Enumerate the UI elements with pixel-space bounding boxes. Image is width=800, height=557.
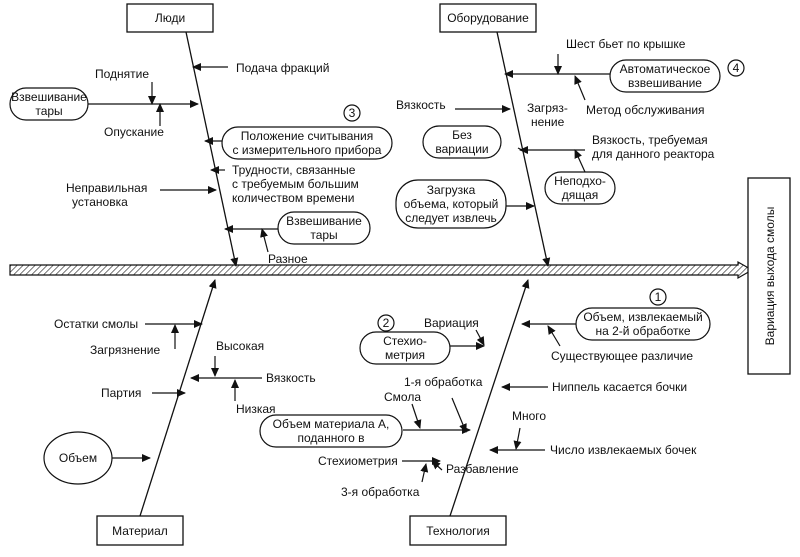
bone-material (139, 279, 217, 517)
novar-line2: вариации (435, 142, 488, 156)
extracted-box (575, 307, 711, 341)
dilution-label: Разбавление (446, 462, 519, 476)
nipple-label: Ниппель касается бочки (552, 380, 687, 394)
auto-weigh-box (609, 59, 721, 93)
category-people: Люди (126, 3, 214, 33)
no-variation-box (422, 125, 502, 159)
misc-label: Разное (268, 252, 308, 266)
stoich-label: Стехиометрия (318, 454, 398, 468)
effect-box: Вариация выхода смолы (747, 177, 791, 375)
service-label: Метод обслуживания (586, 103, 705, 117)
spine (9, 260, 754, 280)
tare2-line2: тары (310, 228, 337, 242)
marker-2: 2 (383, 316, 390, 330)
low-label: Низкая (236, 402, 276, 416)
equipment-labels: Шест бьет по крышке Автоматическое взвеш… (396, 37, 715, 225)
auto-line2: взвешивание (628, 76, 702, 90)
wrong-line1: Неправильная (66, 181, 147, 195)
first-label: 1-я обработка (404, 375, 483, 389)
feed-label: Подача фракций (236, 61, 329, 75)
batch-label: Партия (101, 386, 141, 400)
difficult-line1: Трудности, связанные (232, 163, 356, 177)
people-labels: Подача фракций Поднятие Взвешивание тары… (11, 61, 382, 266)
reqvisc-line1: Вязкость, требуемая (592, 133, 708, 147)
matvol-line1: Объем материала А, (273, 417, 390, 431)
extracted-line1: Объем, извлекаемый (583, 310, 702, 324)
markers (343, 59, 745, 332)
category-material: Материал (96, 515, 184, 546)
variation-label: Вариация (424, 316, 479, 330)
high-label: Высокая (216, 339, 264, 353)
category-equipment-label: Оборудование (447, 11, 529, 25)
cause-arrows (88, 54, 610, 483)
stoich-line2: метрия (385, 348, 425, 362)
category-equipment: Оборудование (439, 3, 537, 33)
lower-label: Опускание (104, 125, 164, 139)
effect-label: Вариация выхода смолы (763, 207, 777, 346)
shake-label: Шест бьет по крышке (566, 37, 686, 51)
material-contam-label: Загрязнение (90, 343, 160, 357)
unsuitable-box (544, 171, 616, 205)
extracted-line2: на 2-й обработке (595, 324, 690, 338)
tare1-line1: Взвешивание (11, 90, 87, 104)
difficult-line3: количеством времени (232, 191, 354, 205)
material-volume-box (259, 414, 403, 448)
contam-line2: нение (531, 115, 565, 129)
reading-line1: Положение считывания (241, 129, 373, 143)
bone-technology (449, 279, 530, 517)
reqvisc-line2: для данного реактора (592, 147, 715, 161)
tare-box-2 (277, 211, 371, 245)
contam-line1: Загряз- (527, 101, 568, 115)
stoich-line1: Стехио- (383, 334, 427, 348)
many-label: Много (512, 409, 546, 423)
category-people-label: Люди (155, 11, 185, 25)
volume-oval (43, 431, 113, 485)
matvol-line2: поданного в (297, 431, 364, 445)
marker-3: 3 (349, 106, 356, 120)
marker-4: 4 (733, 61, 740, 75)
difficult-line2: с требуемым большим (232, 177, 359, 191)
volume-label: Объем (59, 451, 97, 465)
third-label: 3-я обработка (341, 485, 420, 499)
count-label: Число извлекаемых бочек (550, 443, 697, 457)
category-technology-label: Технология (426, 524, 490, 538)
stoich-box (359, 331, 451, 365)
tare-box-1 (9, 87, 89, 121)
marker-1: 1 (655, 290, 662, 304)
load-line2: объема, который (404, 197, 499, 211)
reading-line2: с измерительного прибора (233, 143, 382, 157)
bone-equipment (496, 31, 551, 267)
material-viscosity-label: Вязкость (266, 371, 316, 385)
load-line1: Загрузка (427, 183, 476, 197)
diff-label: Существующее различие (551, 349, 693, 363)
wrong-line2: установка (72, 195, 128, 209)
technology-labels: Стехио- метрия Вариация Объем, извлекаем… (318, 310, 703, 499)
tare1-line2: тары (35, 104, 62, 118)
load-line3: следует извлечь (405, 211, 496, 225)
category-technology: Технология (409, 515, 507, 546)
load-volume-box (395, 179, 507, 229)
lift-label: Поднятие (95, 67, 149, 81)
equipment-viscosity-label: Вязкость (396, 98, 446, 112)
category-material-label: Материал (112, 524, 168, 538)
reading-box (221, 126, 393, 160)
resin-label: Смола (384, 390, 421, 404)
novar-line1: Без (452, 128, 472, 142)
tare2-line1: Взвешивание (286, 214, 362, 228)
unsuit-line1: Неподхо- (554, 174, 606, 188)
unsuit-line2: дящая (562, 188, 599, 202)
residue-label: Остатки смолы (54, 317, 138, 331)
material-labels: Остатки смолы Загрязнение Высокая Партия… (54, 317, 389, 465)
auto-line1: Автоматическое (620, 62, 711, 76)
rounded-boxes (9, 59, 721, 485)
